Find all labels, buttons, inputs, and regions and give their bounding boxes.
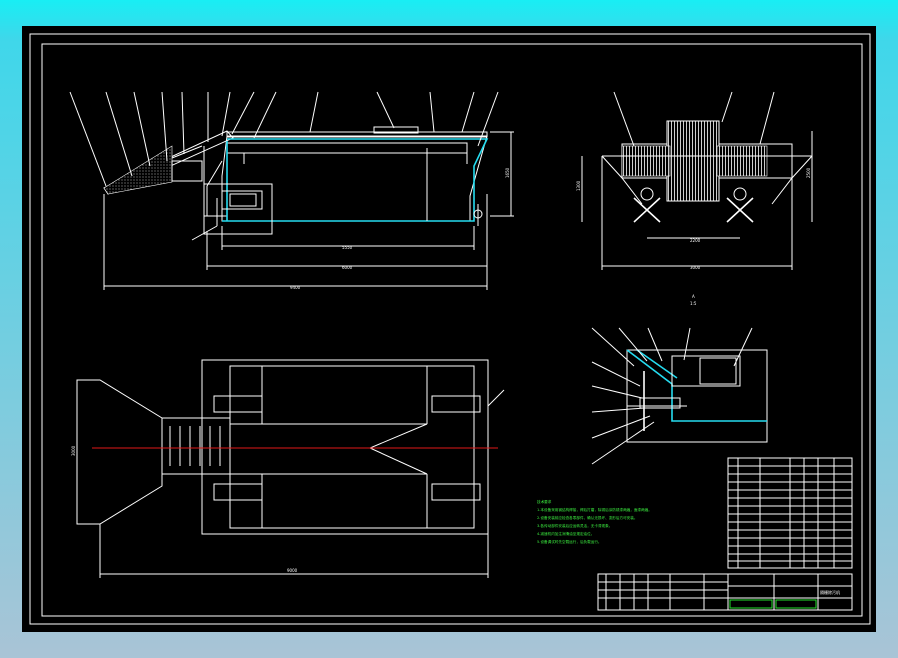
plan-view: 3000 9000 (71, 359, 505, 578)
title-block: 隔栅除污机 (597, 573, 853, 611)
dim-side-body: 6000 (342, 265, 353, 270)
detail-view (591, 327, 768, 465)
section-scale: 1:5 (690, 301, 697, 306)
note-2: 2.设备安装前应检查各零部件，确认无损坏、变形后方可安装。 (537, 515, 637, 520)
dim-end-inner: 2200 (690, 238, 701, 243)
technical-notes: 技术要求 1.本设备采用钢结构焊接，焊后打磨，除锈后涂防锈漆两遍，面漆两遍。 2… (537, 499, 652, 544)
inner-border (41, 43, 863, 617)
note-4: 4.减速机内加注润滑油至规定油位。 (537, 531, 594, 536)
dim-end-width: 3000 (690, 265, 701, 270)
notes-title: 技术要求 (537, 499, 552, 504)
outer-border (29, 33, 871, 625)
dim-plan-width: 3000 (71, 445, 76, 456)
note-3: 3.各传动部件安装后应运转灵活，无卡滞现象。 (537, 523, 612, 528)
drawing-title: 隔栅除污机 (820, 589, 840, 595)
dim-side-total: 9400 (290, 285, 301, 290)
side-view: 9400 6000 5550 1650 (69, 91, 514, 290)
dim-side-height: 1650 (505, 167, 510, 178)
dim-plan-length: 9000 (287, 568, 298, 573)
dim-side-inner: 5550 (342, 245, 353, 250)
section-label: A (692, 294, 695, 299)
drawing-sheet: 9400 6000 5550 1650 (22, 26, 876, 632)
note-5: 5.设备调试时先空载运行，后负载运行。 (537, 539, 602, 544)
end-view: 3000 2200 1300 2500 A 1:5 (576, 91, 813, 306)
parts-list (727, 457, 853, 569)
dim-end-height: 1300 (576, 180, 581, 191)
dim-end-depth: 2500 (806, 167, 811, 178)
note-1: 1.本设备采用钢结构焊接，焊后打磨，除锈后涂防锈漆两遍，面漆两遍。 (537, 507, 652, 512)
